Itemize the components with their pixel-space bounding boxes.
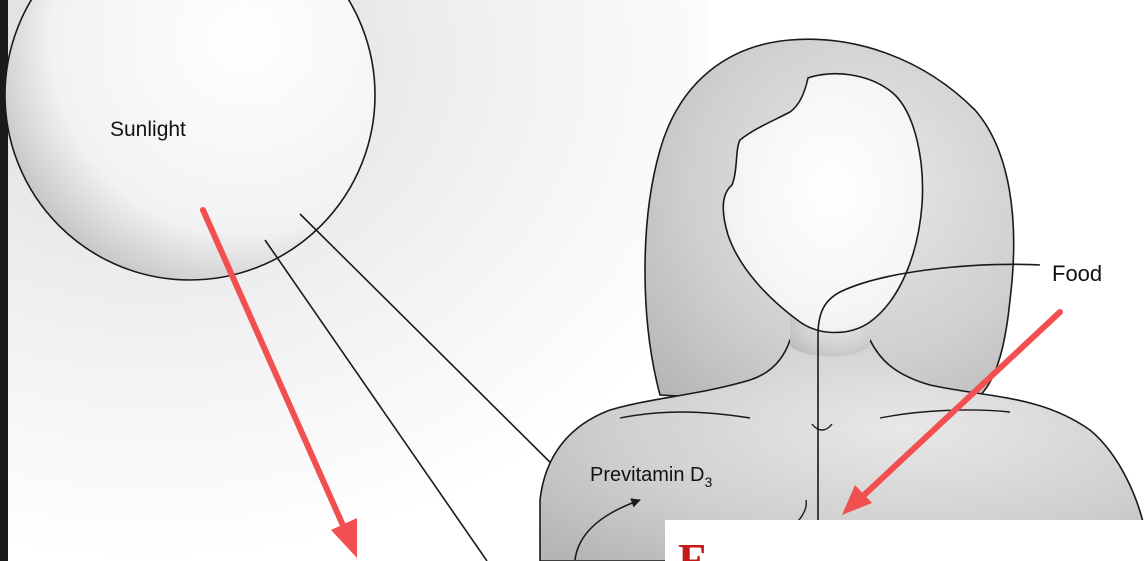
previtamin-label-main: Previtamin D	[590, 464, 704, 486]
food-label: Food	[1052, 261, 1102, 286]
previtamin-label-subscript: 3	[704, 474, 712, 490]
sunlight-label: Sunlight	[110, 118, 186, 141]
bottom-caption-text: F	[678, 534, 706, 561]
bottom-caption-band	[665, 520, 1147, 561]
